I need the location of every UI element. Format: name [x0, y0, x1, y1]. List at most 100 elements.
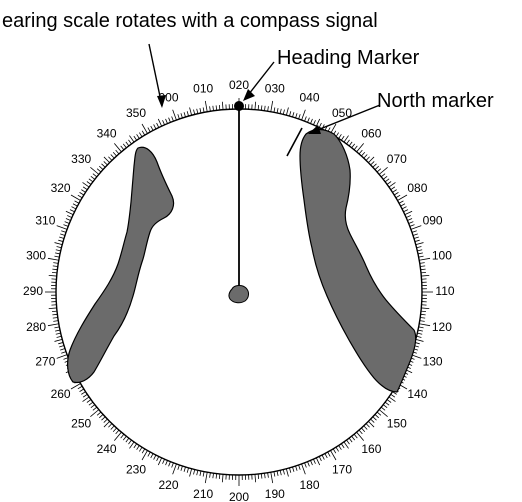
bearing-tick — [404, 210, 413, 216]
bearing-tick — [292, 466, 295, 472]
bearing-tick — [341, 443, 345, 449]
bearing-tick — [82, 396, 90, 402]
bearing-label: 330 — [71, 152, 91, 166]
bearing-tick — [209, 106, 211, 112]
bearing-label: 190 — [265, 487, 285, 501]
north-marker-leader — [309, 104, 381, 134]
bearing-tick — [315, 118, 321, 127]
bearing-tick — [417, 252, 423, 255]
bearing-tick — [267, 106, 269, 112]
bearing-tick — [330, 450, 337, 461]
bearing-tick — [338, 445, 342, 450]
bearing-label: 340 — [97, 126, 117, 140]
bearing-tick — [374, 414, 379, 419]
bearing-tick — [313, 120, 316, 125]
bearing-tick — [64, 221, 70, 224]
bearing-tick — [388, 396, 396, 402]
bearing-tick — [388, 182, 396, 188]
bearing-tick — [372, 163, 377, 168]
bearing-tick — [113, 143, 122, 153]
bearing-tick — [384, 178, 390, 183]
bearing-tick — [353, 145, 358, 151]
bearing-tick — [47, 257, 59, 261]
bearing-tick — [133, 135, 137, 141]
bearing-tick — [54, 326, 60, 329]
bearing-tick — [341, 135, 345, 141]
bearing-tick — [86, 181, 92, 185]
bearing-tick — [386, 399, 392, 403]
bearing-tick — [374, 165, 379, 170]
bearing-tick — [384, 401, 390, 406]
bearing-label: 130 — [423, 355, 443, 369]
bearing-tick — [196, 108, 199, 114]
bearing-tick — [150, 453, 154, 459]
bearing-tick — [395, 194, 401, 199]
bearing-tick — [343, 135, 349, 143]
bearing-tick — [260, 473, 263, 479]
bearing-tick — [56, 225, 68, 230]
bearing-tick — [406, 215, 411, 218]
bearing-label: 020 — [229, 78, 249, 92]
bearing-tick — [310, 460, 313, 466]
bearing-tick — [67, 215, 72, 218]
bearing-tick — [103, 421, 110, 428]
bearing-label: 010 — [193, 81, 213, 95]
bearing-tick — [103, 161, 108, 166]
bearing-tick — [168, 461, 171, 467]
bearing-tick — [120, 145, 125, 151]
bearing-tick — [165, 460, 168, 466]
bearing-tick — [82, 394, 88, 398]
bearing-tick — [99, 165, 104, 170]
bearing-tick — [92, 173, 98, 178]
bearing-tick — [186, 111, 189, 117]
bearing-tick — [419, 262, 425, 264]
bearing-tick — [421, 274, 430, 277]
bearing-label: 150 — [387, 417, 407, 431]
bearing-tick — [90, 175, 96, 180]
bearing-tick — [47, 323, 59, 327]
bearing-tick — [55, 332, 61, 335]
bearing-tick — [122, 435, 127, 441]
bearing-tick — [209, 472, 211, 478]
bearing-tick — [285, 107, 289, 116]
bearing-tick — [321, 454, 325, 460]
bearing-tick — [96, 411, 102, 416]
bearing-tick — [351, 435, 356, 441]
bearing-tick — [110, 425, 115, 430]
bearing-tick — [254, 101, 257, 110]
bearing-label: 230 — [126, 463, 146, 477]
bearing-tick — [416, 246, 422, 249]
bearing-label: 220 — [158, 478, 178, 492]
bearing-tick — [125, 141, 130, 147]
bearing-tick — [273, 107, 276, 113]
bearing-tick — [82, 182, 90, 188]
bearing-tick — [139, 132, 143, 138]
bearing-tick — [295, 465, 298, 471]
bearing-tick — [285, 468, 289, 477]
bearing-label: 040 — [299, 91, 319, 105]
bearing-tick — [139, 446, 143, 452]
bearing-tick — [382, 404, 388, 409]
bearing-tick — [96, 168, 102, 173]
bearing-tick — [420, 313, 426, 316]
bearing-tick — [53, 262, 59, 264]
bearing-tick — [141, 448, 146, 454]
bearing-tick — [157, 457, 163, 466]
bearing-tick — [313, 459, 316, 464]
bearing-tick — [304, 116, 307, 122]
bearing-tick — [172, 109, 177, 121]
bearing-tick — [370, 161, 375, 166]
bearing-tick — [177, 114, 180, 120]
bearing-tick — [99, 414, 104, 419]
bearing-tick — [65, 210, 74, 216]
bearing-label: 110 — [435, 284, 454, 298]
bearing-tick — [390, 394, 396, 398]
bearing-tick — [279, 108, 282, 114]
bearing-label: 290 — [23, 284, 43, 298]
bearing-tick — [356, 431, 365, 441]
bearing-tick — [51, 271, 58, 274]
bearing-tick — [183, 466, 186, 472]
bearing-tick — [276, 470, 279, 476]
bearing-tick — [304, 462, 307, 468]
bearing-label: 170 — [332, 463, 352, 477]
